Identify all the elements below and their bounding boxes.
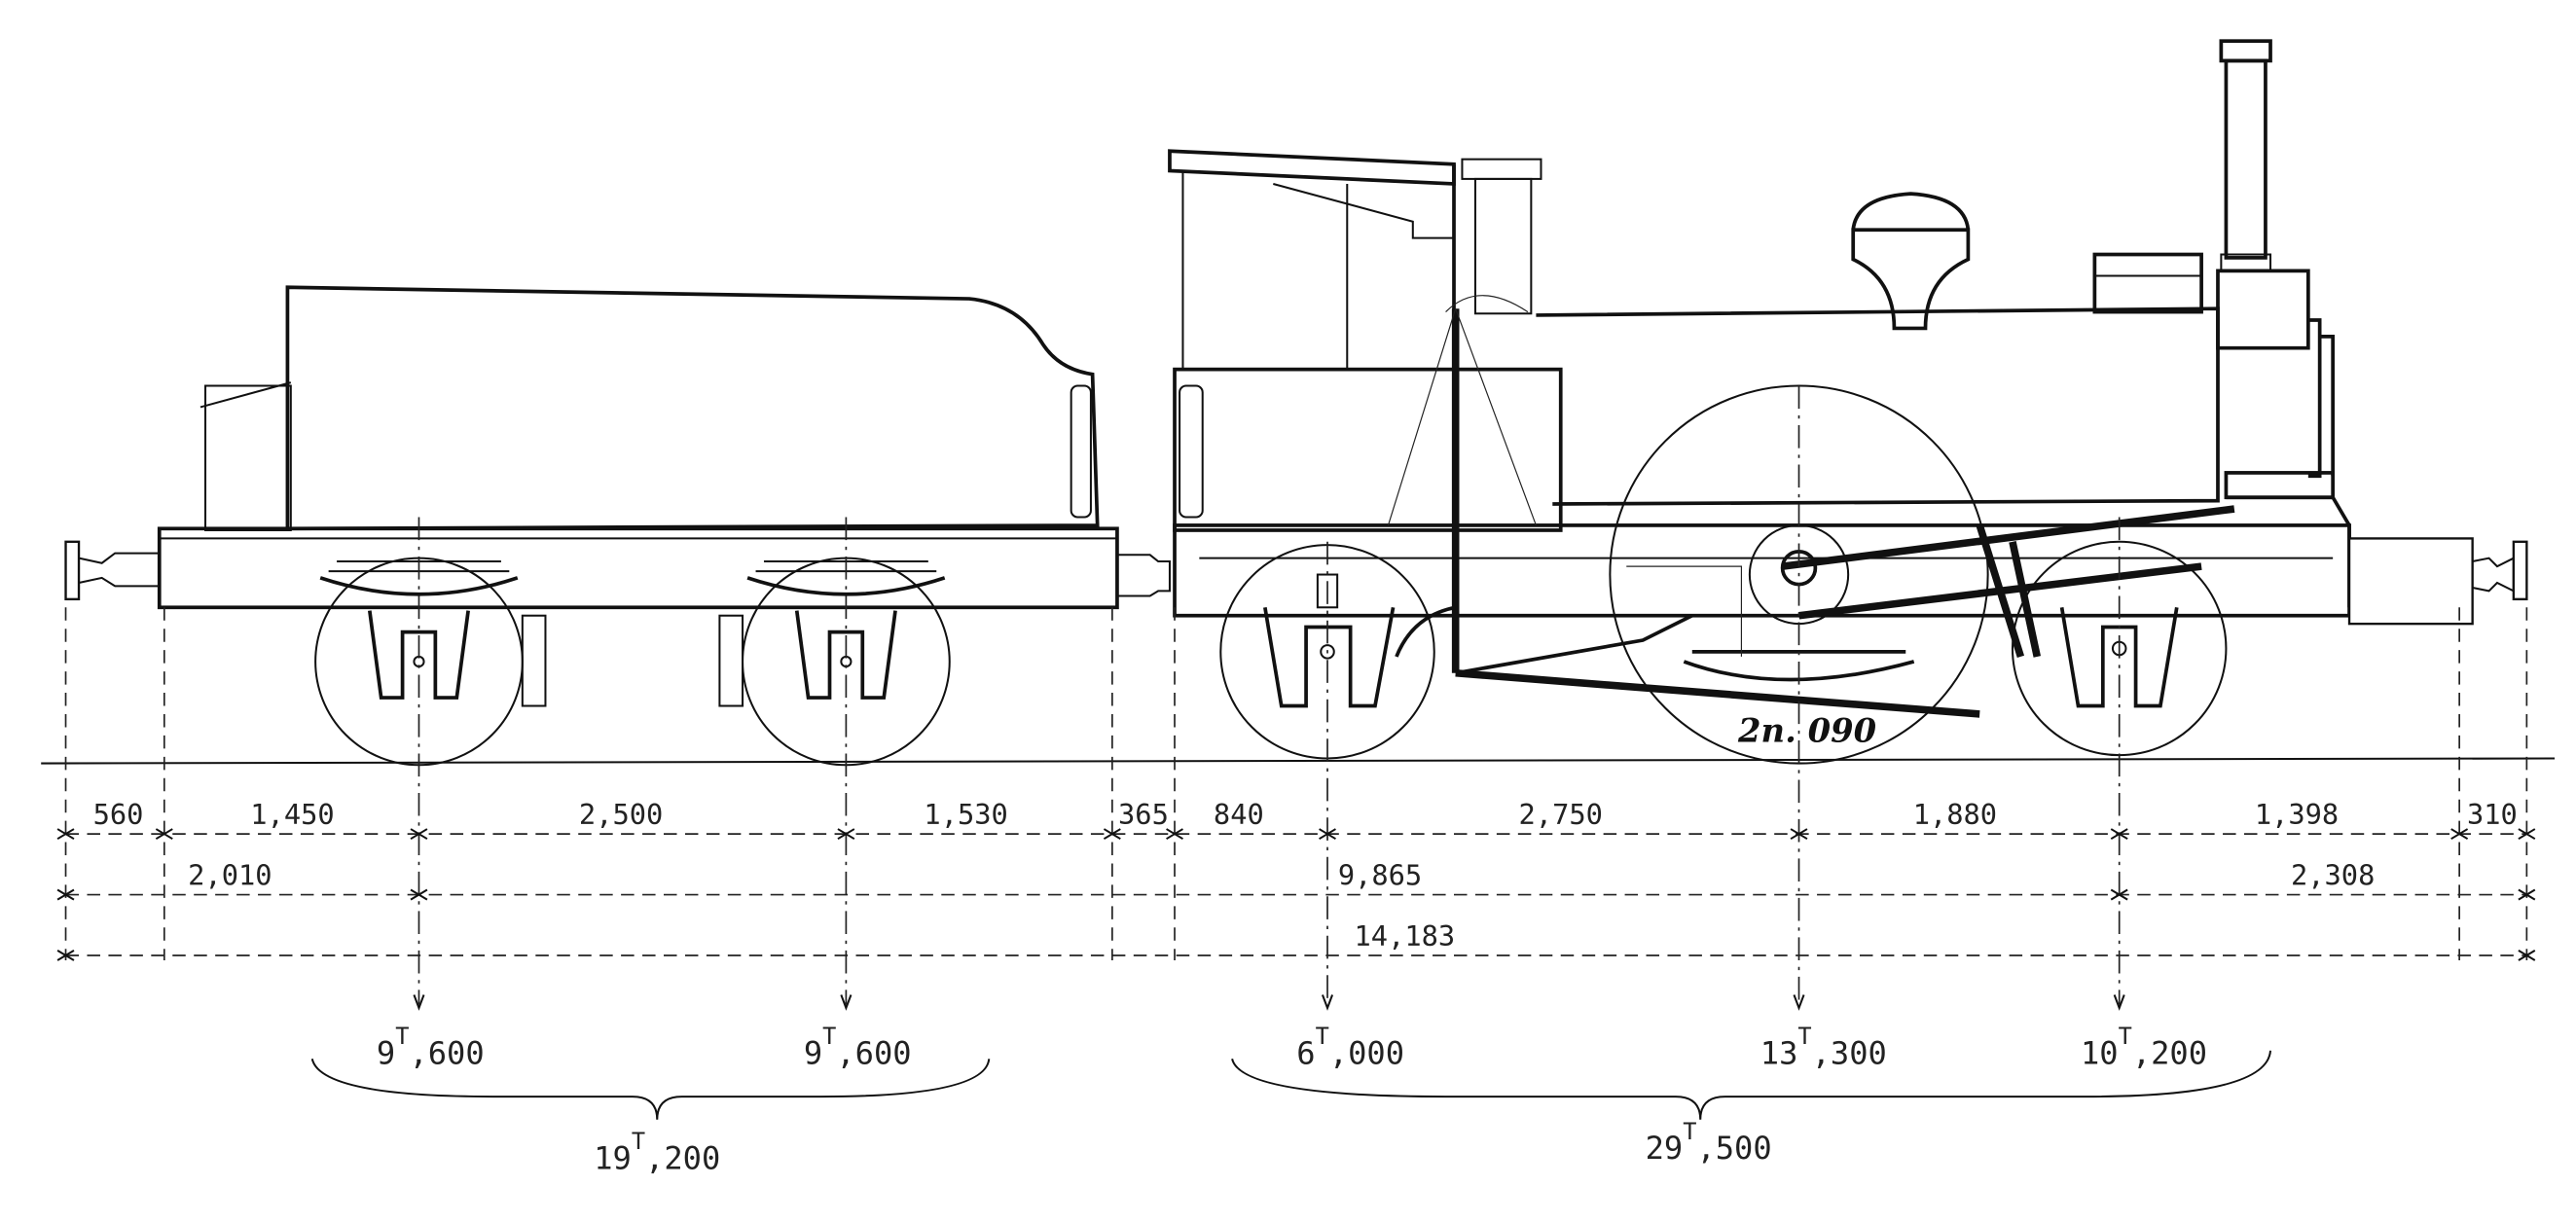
axle-load-label: 9T,600 xyxy=(377,1023,485,1071)
dimension-tick xyxy=(2518,828,2536,841)
dimension-label: 2,500 xyxy=(579,798,663,831)
tender-total-load: 19T,200 xyxy=(594,1128,720,1176)
rail-line xyxy=(41,757,2556,765)
dimension-tick xyxy=(1790,828,1808,841)
cab-side-tank xyxy=(1173,367,1563,532)
locomotive-load-brace xyxy=(1231,1050,2272,1120)
dimension-tick xyxy=(837,828,855,841)
locomotive-total-load: 29T,500 xyxy=(1646,1118,1772,1167)
dimension-tick xyxy=(1166,828,1183,841)
tender-load-brace xyxy=(310,1058,991,1120)
axle-load-annotations: 9T,600 9T,600 6T,000 13T,300 10T,200 19T,200 2… xyxy=(310,1023,2272,1176)
tender xyxy=(64,285,1171,767)
axle-load-label: 9T,600 xyxy=(804,1023,912,1071)
load-arrow xyxy=(1793,994,1805,1011)
dimension-tick xyxy=(1319,828,1336,841)
dimension-tick xyxy=(2518,888,2536,901)
dimension-label: 840 xyxy=(1214,798,1264,831)
tender-rear-buffer xyxy=(64,540,161,601)
dimension-tick xyxy=(155,828,173,841)
dimension-tick xyxy=(1103,828,1121,841)
chimney xyxy=(2216,39,2310,350)
load-arrow xyxy=(840,994,853,1011)
dimension-tick xyxy=(410,828,428,841)
dimension-tick xyxy=(56,888,75,901)
dimension-label: 365 xyxy=(1118,798,1169,831)
load-arrow xyxy=(413,994,425,1011)
dimension-label: 1,450 xyxy=(250,798,334,831)
dimension-label: 14,183 xyxy=(1355,919,1456,953)
steam-dome xyxy=(1851,192,1971,331)
locomotive: 2n. 090 xyxy=(1168,39,2528,765)
dimension-tick xyxy=(2110,888,2128,901)
dimension-tick xyxy=(56,828,75,841)
front-buffer xyxy=(2347,537,2528,626)
dimension-label: 1,880 xyxy=(1913,798,1997,831)
brake-rigging xyxy=(1387,295,2235,718)
dimension-label: 2,308 xyxy=(2291,858,2375,891)
boiler xyxy=(1536,306,2220,506)
tender-tank xyxy=(285,285,1100,531)
dimension-label: 9,865 xyxy=(1338,858,1422,891)
dimension-tick xyxy=(2450,828,2469,841)
axle-load-label: 10T,200 xyxy=(2081,1023,2207,1071)
dimension-label: 2,010 xyxy=(188,858,272,891)
dimension-label: 1,398 xyxy=(2255,798,2339,831)
dimension-tick xyxy=(2518,950,2536,961)
tender-wheel-2 xyxy=(718,557,951,767)
dimension-tick xyxy=(2110,828,2128,841)
tender-tool-box xyxy=(204,384,292,531)
load-arrow xyxy=(1322,994,1334,1011)
tender-frame xyxy=(157,526,1119,610)
dimension-tick xyxy=(410,888,428,901)
tender-wheel-1 xyxy=(314,557,547,767)
tender-coupling xyxy=(1116,554,1171,597)
load-arrow xyxy=(2113,994,2125,1011)
axle-load-label: 13T,300 xyxy=(1760,1023,1887,1071)
axle-load-label: 6T,000 xyxy=(1296,1023,1404,1071)
dimension-label: 310 xyxy=(2467,798,2518,831)
sand-box xyxy=(2092,252,2203,314)
handwritten-note: 2n. 090 xyxy=(1737,711,1877,750)
dimension-label: 2,750 xyxy=(1519,798,1603,831)
axle-center-lines xyxy=(64,385,2528,1011)
dimension-label: 560 xyxy=(93,798,144,831)
cab-roof xyxy=(1168,149,1456,186)
dimension-label: 1,530 xyxy=(924,798,1007,831)
dimension-tick xyxy=(56,950,75,961)
dimension-lines: 560 1,450 2,500 1,530 365 840 2,750 1,880 1,398 3… xyxy=(56,798,2536,961)
